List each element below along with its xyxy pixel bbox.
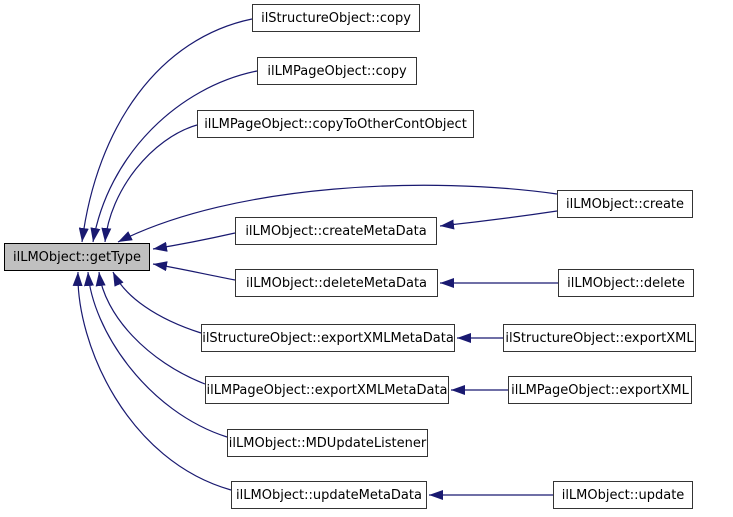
node-label: ilLMObject::update [561, 487, 685, 503]
node-label: ilLMObject::MDUpdateListener [228, 435, 427, 451]
node-label: ilStructureObject::exportXMLMetaData [202, 330, 454, 346]
edge-md-update-listener-to-gettype [83, 271, 228, 438]
node-label: ilLMPageObject::copyToOtherContObject [204, 116, 467, 132]
edge-lmpage-export-meta-to-gettype [95, 271, 206, 385]
node-label: ilLMObject::delete [567, 275, 685, 291]
node-label: ilLMObject::createMetaData [245, 223, 427, 239]
edge-structure-export-meta-to-gettype [112, 271, 202, 334]
node-ilstructureobject-exportxml[interactable]: ilStructureObject::exportXML [503, 324, 696, 352]
node-illmpageobject-exportxml[interactable]: ilLMPageObject::exportXML [508, 376, 692, 404]
node-illmobject-create[interactable]: ilLMObject::create [557, 190, 693, 218]
node-illmobject-createmetadata[interactable]: ilLMObject::createMetaData [235, 217, 437, 245]
node-illmpageobject-copytoothercontobject[interactable]: ilLMPageObject::copyToOtherContObject [197, 110, 474, 138]
node-label: ilLMObject::deleteMetaData [245, 275, 428, 291]
node-ilstructureobject-copy[interactable]: ilStructureObject::copy [252, 4, 420, 32]
edge-lmpage-copy-to-gettype [90, 70, 258, 243]
edge-update-meta-data-to-gettype [72, 271, 232, 491]
node-illmobject-mdupdatelistener[interactable]: ilLMObject::MDUpdateListener [227, 429, 428, 457]
node-ilstructureobject-exportxmlmetadata[interactable]: ilStructureObject::exportXMLMetaData [201, 324, 455, 352]
edge-create-to-create-meta-data [439, 210, 558, 230]
node-illmobject-update[interactable]: ilLMObject::update [553, 481, 693, 509]
node-illmobject-deletemetadata[interactable]: ilLMObject::deleteMetaData [235, 269, 438, 297]
node-label: ilLMObject::create [565, 196, 685, 212]
node-illmobject-updatemetadata[interactable]: ilLMObject::updateMetaData [231, 481, 427, 509]
edge-delete-meta-data-to-gettype [152, 261, 236, 281]
node-label: ilLMPageObject::exportXML [511, 382, 689, 398]
edge-copy-to-other-cont-to-gettype [101, 124, 198, 243]
edge-structure-copy-to-gettype [78, 18, 253, 243]
edge-create-meta-data-to-gettype [152, 232, 236, 252]
node-label: ilLMPageObject::exportXMLMetaData [206, 382, 448, 398]
node-illmobject-delete[interactable]: ilLMObject::delete [558, 269, 694, 297]
node-illmobject-gettype: ilLMObject::getType [4, 243, 150, 271]
node-illmpageobject-copy[interactable]: ilLMPageObject::copy [257, 57, 417, 85]
node-label: ilLMObject::getType [13, 249, 141, 265]
edge-create-to-gettype [117, 184, 558, 243]
node-label: ilLMPageObject::copy [267, 63, 407, 79]
node-illmpageobject-exportxmlmetadata[interactable]: ilLMPageObject::exportXMLMetaData [205, 376, 449, 404]
node-label: ilStructureObject::exportXML [505, 330, 694, 346]
node-label: ilLMObject::updateMetaData [236, 487, 422, 503]
node-label: ilStructureObject::copy [261, 10, 411, 26]
